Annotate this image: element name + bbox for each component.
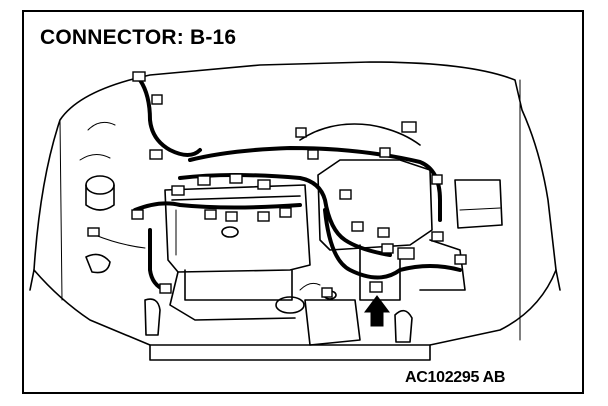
lower-bracket	[144, 290, 413, 346]
left-components	[79, 121, 116, 274]
engine-block	[164, 184, 311, 321]
connectors	[87, 71, 467, 298]
figure-code: AC102295 AB	[405, 369, 506, 386]
body-outline	[29, 61, 561, 361]
up-arrow-icon	[364, 295, 390, 327]
target-connector	[369, 281, 383, 293]
diagram-title: CONNECTOR: B-16	[40, 26, 237, 49]
